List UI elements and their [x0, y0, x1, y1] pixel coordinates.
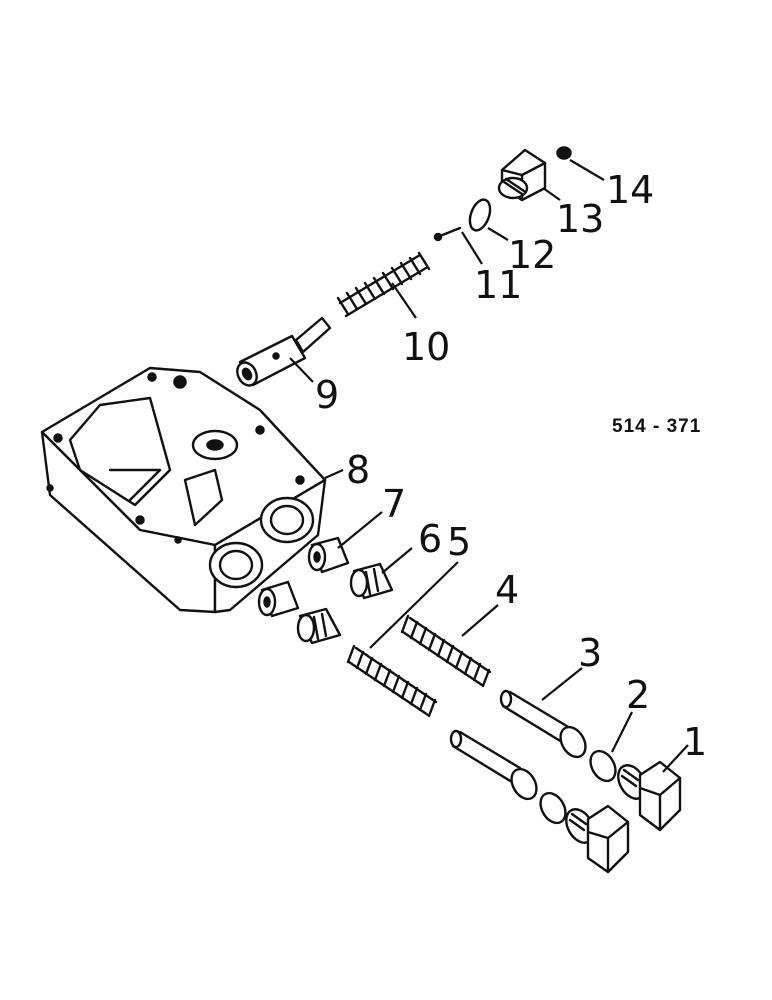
ball-part-14 — [556, 146, 572, 160]
hex-plug-part-1 — [617, 760, 682, 832]
pin-part-3 — [499, 689, 587, 759]
callout-6: 6 — [418, 517, 442, 561]
callout-12: 12 — [508, 233, 556, 277]
drawing-reference: 514 - 371 — [612, 416, 701, 437]
callout-5: 5 — [447, 520, 471, 564]
sleeve-lower-1 — [257, 580, 300, 618]
hex-plug-lower — [565, 804, 630, 874]
callout-8: 8 — [346, 448, 370, 492]
callout-10: 10 — [402, 325, 450, 369]
sleeve-part-7 — [307, 536, 350, 574]
callout-7: 7 — [382, 482, 406, 526]
callout-14: 14 — [606, 168, 654, 212]
callout-labels: 1 2 3 4 5 6 7 8 9 10 11 12 13 14 514 - 3… — [315, 168, 707, 764]
callout-4: 4 — [495, 568, 519, 612]
callout-11: 11 — [474, 263, 522, 307]
leader-lines — [289, 159, 689, 773]
o-ring-part-2 — [589, 749, 617, 783]
callout-1: 1 — [683, 720, 707, 764]
o-ring-part-12 — [468, 198, 492, 232]
o-ring-lower — [539, 791, 567, 825]
callout-13: 13 — [556, 197, 604, 241]
callout-2: 2 — [626, 673, 650, 717]
pin-part-11 — [433, 226, 462, 242]
callout-9: 9 — [315, 373, 339, 417]
pin-lower — [449, 729, 538, 801]
callout-3: 3 — [578, 631, 602, 675]
sleeve-lower-2 — [296, 607, 342, 645]
plunger-part-9 — [236, 316, 332, 387]
valve-body-part-8 — [40, 366, 327, 614]
plug-part-13 — [497, 148, 547, 202]
spring-part-4 — [400, 614, 492, 688]
spring-part-5 — [346, 644, 438, 718]
spring-part-10 — [336, 251, 431, 318]
